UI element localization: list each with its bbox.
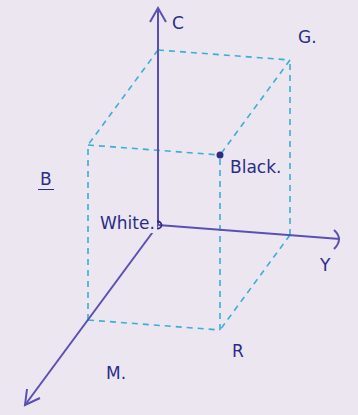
axis-label: M. [104, 364, 128, 383]
axis-label: Y [318, 256, 332, 275]
cube-edges [88, 50, 290, 330]
corner-label: B [38, 170, 54, 190]
axis-label: C [170, 14, 186, 33]
black-point [217, 152, 224, 159]
point-label: White. [98, 214, 157, 233]
corner-label: R [230, 342, 246, 361]
axes [25, 8, 340, 405]
point-label: Black. [228, 158, 283, 177]
corner-label: G. [296, 28, 319, 47]
